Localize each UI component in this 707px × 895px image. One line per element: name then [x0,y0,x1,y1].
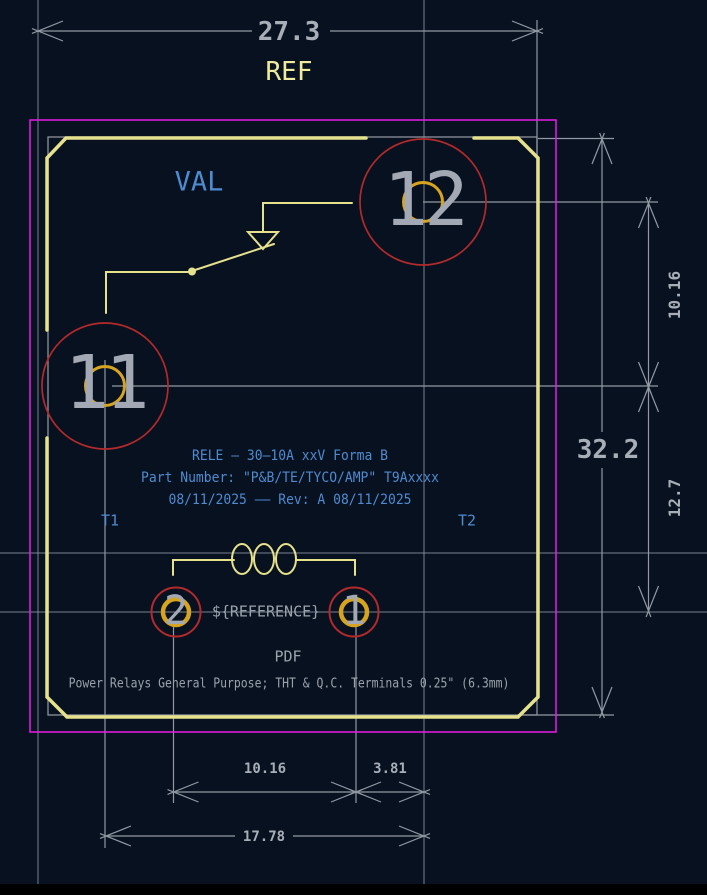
pad-2[interactable] [150,586,202,638]
dim-board-width-label[interactable]: 27.3 [257,17,321,47]
pdf-label[interactable]: PDF [274,647,302,666]
terminal-t2-label[interactable]: T2 [457,511,477,530]
dimension-arrowheads [31,20,660,847]
dim-pad1-offset-label[interactable]: 3.81 [373,761,407,777]
dimension-extension-lines [104,20,658,848]
coil-symbol [172,543,356,576]
courtyard-outline [29,119,557,733]
footprint-note-text[interactable]: Power Relays General Purpose; THT & Q.C.… [68,676,510,692]
value-field-text[interactable]: VAL [174,166,224,198]
relay-contact-symbol [105,202,353,314]
pad-12-number[interactable]: 12 [383,157,468,243]
dim-row-span-label[interactable]: 17.78 [242,829,286,845]
pad-2-number[interactable]: 2 [163,588,189,634]
pad-12[interactable] [359,138,487,266]
description-line-1[interactable]: RELE – 30–10A xxV Forma B [192,448,388,464]
dim-board-height-label[interactable]: 32.2 [576,435,640,465]
dim-coil-pitch-label[interactable]: 10.16 [243,761,287,777]
dim-pad-row-gap-label[interactable]: 10.16 [665,270,684,320]
pad-1-number[interactable]: 1 [341,588,367,634]
pad-11-number[interactable]: 11 [64,340,149,426]
bottom-black-bar [0,884,707,895]
dimension-lines [38,30,650,837]
terminal-t1-label[interactable]: T1 [100,511,120,530]
silkscreen-outline [45,136,540,719]
pad-1[interactable] [328,586,380,638]
dim-coil-row-gap-label[interactable]: 12.7 [665,478,684,518]
description-line-3[interactable]: 08/11/2025 –– Rev: A 08/11/2025 [168,492,412,508]
ref-text[interactable]: REF [265,57,313,87]
description-line-2[interactable]: Part Number: "P&B/TE/TYCO/AMP" T9Axxxx [141,470,439,486]
pad-11[interactable] [41,322,169,450]
reference-field-text[interactable]: ${REFERENCE} [211,602,321,621]
